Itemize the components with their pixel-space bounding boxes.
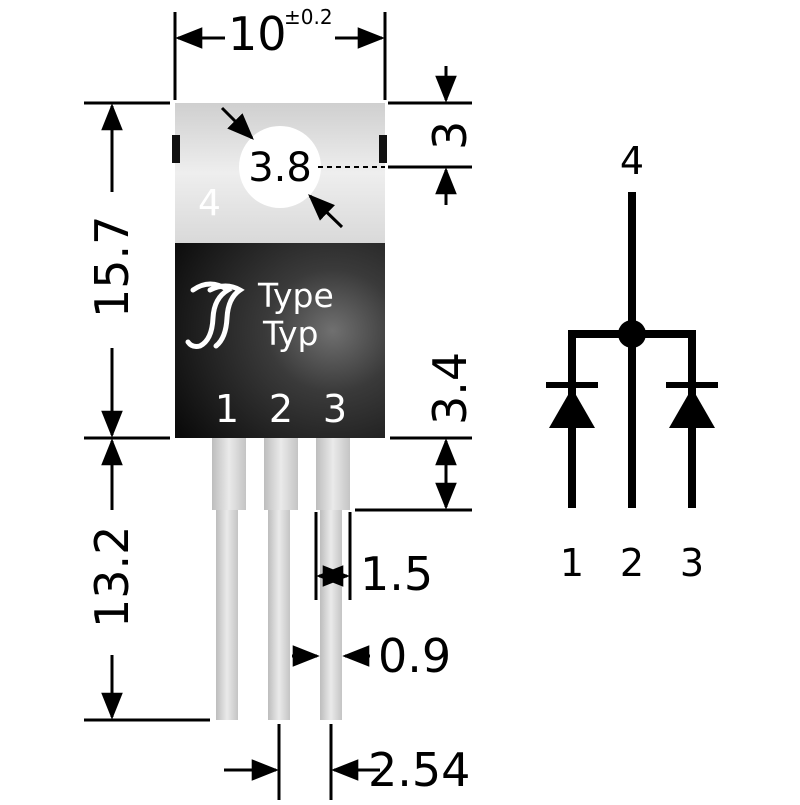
lead-1-lower xyxy=(216,510,238,720)
body-pin-label-2: 2 xyxy=(269,387,293,431)
dim-width xyxy=(173,12,387,100)
diode-left-symbol xyxy=(549,388,595,428)
type-label: Type xyxy=(257,276,334,315)
dim-width-tolerance: ±0.2 xyxy=(284,5,333,29)
tab-notch-left xyxy=(172,135,180,163)
hole-arrow-bottom xyxy=(308,194,344,229)
dim-lead-width-lower-label: 0.9 xyxy=(378,629,451,683)
lead-2-lower xyxy=(268,510,290,720)
dim-lead-shoulder xyxy=(355,436,472,512)
dim-lead-length xyxy=(84,438,210,722)
typ-label: Typ xyxy=(262,314,319,353)
dim-lead-width-upper xyxy=(314,512,352,600)
hole-arrow-top xyxy=(220,106,254,140)
package-outline xyxy=(172,103,387,720)
manufacturer-logo xyxy=(185,281,245,349)
tab-notch-right xyxy=(379,135,387,163)
dim-lead-width-upper-label: 1.5 xyxy=(360,547,433,601)
tab-pin-label: 4 xyxy=(198,183,221,224)
dim-body-height xyxy=(84,101,170,440)
package-body xyxy=(175,243,385,438)
lead-3-lower xyxy=(320,510,342,720)
dim-lead-shoulder-label: 3.4 xyxy=(423,352,477,425)
dim-lead-length-label: 13.2 xyxy=(85,526,139,628)
hole-diameter-label: 3.8 xyxy=(248,145,312,191)
schematic-pin-3: 3 xyxy=(680,541,704,585)
lead-1-upper xyxy=(212,438,246,510)
body-pin-label-1: 1 xyxy=(215,387,239,431)
dim-hole-offset-label: 3 xyxy=(423,121,477,150)
diode-right-symbol xyxy=(669,388,715,428)
schematic-junction-dot xyxy=(618,320,646,348)
dim-width-label: 10 xyxy=(228,7,287,61)
schematic-pin-2: 2 xyxy=(620,541,644,585)
lead-3-upper xyxy=(316,438,350,510)
lead-2-upper xyxy=(264,438,298,510)
body-pin-label-3: 3 xyxy=(323,387,347,431)
dim-pitch-label: 2.54 xyxy=(368,743,470,797)
mounting-hole xyxy=(239,126,321,208)
schematic-pin-1: 1 xyxy=(560,541,584,585)
schematic-pin-4: 4 xyxy=(620,139,644,183)
schematic xyxy=(546,192,718,508)
dim-pitch xyxy=(224,724,380,800)
dim-body-height-label: 15.7 xyxy=(85,216,139,318)
dim-hole-offset xyxy=(388,66,472,205)
